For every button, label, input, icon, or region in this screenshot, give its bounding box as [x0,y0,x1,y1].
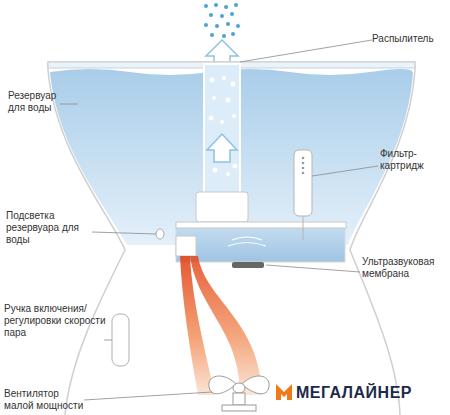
filter-cartridge [294,150,312,216]
part-label: Ультразвуковая мембрана [362,256,442,280]
humidifier-body [48,62,415,415]
filter-dots [302,157,305,175]
membrane [232,262,264,268]
spray-droplets [204,3,240,38]
part-label: Резервуар для воды [8,90,70,114]
fan [209,376,269,411]
backlight-lamp [156,229,164,239]
part-label: Ручка включения/ регулировки скорости па… [4,303,106,339]
tray-lid [176,222,346,228]
water-tray [176,224,345,262]
part-label: Вентилятор малой мощности [4,388,86,412]
part-label: Фильтр-картридж [380,148,440,172]
mist-arrow [207,134,237,162]
watermark: МЕГАЛАЙНЕР [296,384,446,402]
air-plume [190,256,262,395]
mist-tube [204,64,240,194]
filter-stem [303,216,304,240]
tube-base [196,192,248,222]
ultrasonic-waves [228,237,266,246]
leader-lines [60,40,378,400]
backlight-housing [176,236,196,256]
logo-mark [276,384,292,400]
control-knob [112,314,129,366]
part-label: Подсветка резервуара для воды [6,210,94,246]
part-label: Распылитель [372,33,450,45]
